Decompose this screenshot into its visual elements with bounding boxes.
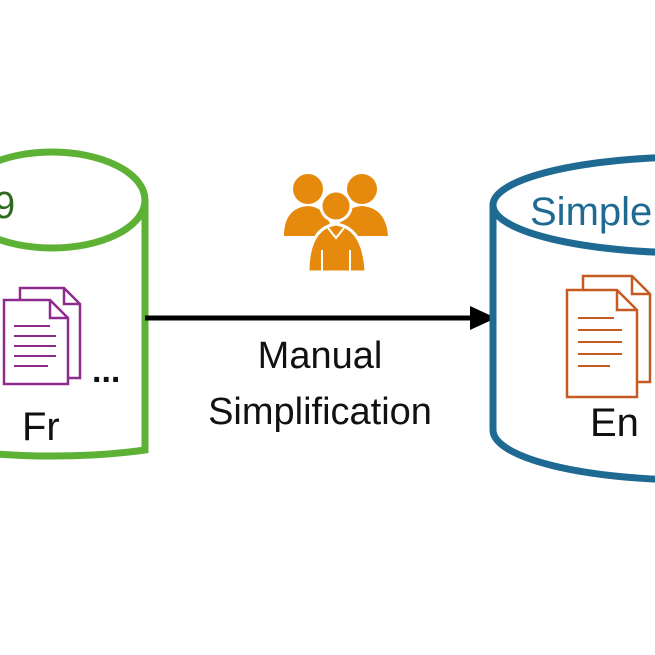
arrow-label-line1: Manual	[258, 335, 383, 377]
left-language-label: Fr	[22, 405, 60, 449]
right-database-title: Simple	[530, 190, 652, 234]
left-database-body	[0, 200, 149, 460]
arrow-label-line2: Simplification	[208, 391, 432, 433]
right-database-top	[489, 154, 655, 256]
left-database-title: 9	[0, 185, 15, 227]
english-documents-icon	[565, 274, 652, 399]
more-datasets-indicator: ...	[92, 352, 120, 390]
right-language-label: En	[590, 401, 639, 445]
left-database-top	[0, 148, 149, 252]
simplification-arrow	[145, 306, 496, 330]
people-group-icon	[284, 174, 388, 274]
right-database-body	[489, 205, 655, 483]
left-database: 9 ... Fr	[0, 148, 149, 460]
right-database: Simple En	[489, 154, 655, 483]
french-documents-icon	[2, 286, 82, 386]
arrow-head	[470, 306, 496, 330]
